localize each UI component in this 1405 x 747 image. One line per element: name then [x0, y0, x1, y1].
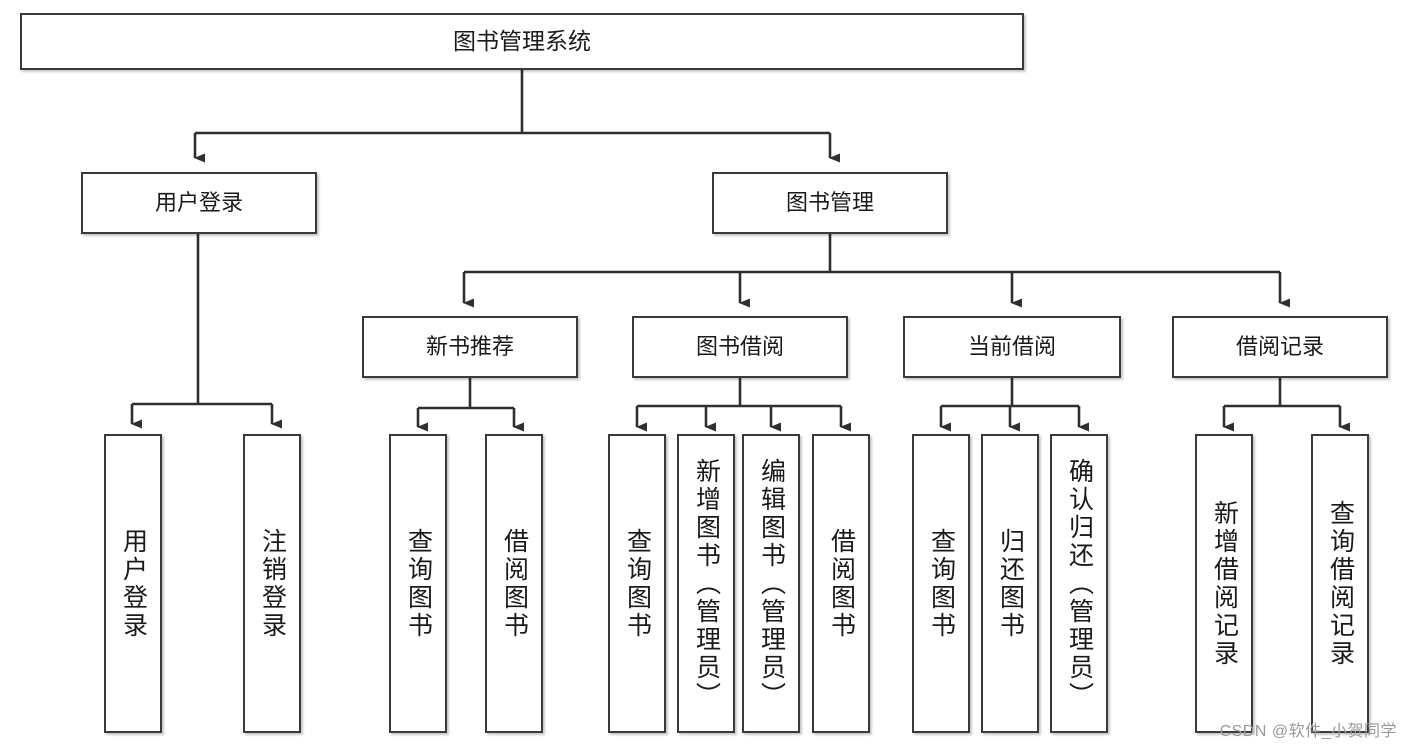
node-leaf-query-book-current[interactable]: 查询图书	[912, 434, 970, 733]
node-label: 新增借阅记录	[1210, 499, 1239, 668]
node-leaf-edit-book-admin[interactable]: 编辑图书（管理员）	[742, 434, 800, 733]
csdn-watermark: CSDN @软件_小贺同学	[1219, 723, 1397, 740]
node-new-book-recommend[interactable]: 新书推荐	[362, 316, 578, 378]
node-leaf-borrow-book-recommend[interactable]: 借阅图书	[485, 434, 543, 733]
node-label: 用户登录	[154, 190, 243, 216]
node-leaf-borrow-book[interactable]: 借阅图书	[812, 434, 870, 733]
node-label: 归还图书	[996, 527, 1025, 640]
node-label: 查询图书	[927, 527, 956, 640]
node-label: 注销登录	[258, 527, 287, 640]
node-leaf-query-borrow-record[interactable]: 查询借阅记录	[1311, 434, 1369, 733]
node-leaf-return-book[interactable]: 归还图书	[981, 434, 1039, 733]
node-label: 当前借阅	[967, 334, 1056, 360]
node-label: 查询图书	[404, 527, 433, 640]
node-label: 图书管理系统	[453, 28, 591, 55]
node-leaf-add-borrow-record[interactable]: 新增借阅记录	[1195, 434, 1253, 733]
node-leaf-user-login[interactable]: 用户登录	[104, 434, 162, 733]
node-label: 借阅图书	[500, 527, 529, 640]
node-label: 图书管理	[785, 190, 874, 216]
node-book-borrow[interactable]: 图书借阅	[632, 316, 848, 378]
node-label: 编辑图书（管理员）	[757, 457, 786, 710]
node-leaf-query-book-recommend[interactable]: 查询图书	[389, 434, 447, 733]
node-label: 确认归还（管理员）	[1065, 457, 1094, 710]
node-label: 新书推荐	[425, 334, 514, 360]
node-leaf-query-book-borrow[interactable]: 查询图书	[608, 434, 666, 733]
node-current-borrow[interactable]: 当前借阅	[903, 316, 1121, 378]
node-label: 用户登录	[119, 527, 148, 640]
node-label: 借阅记录	[1235, 334, 1324, 360]
node-leaf-confirm-return-admin[interactable]: 确认归还（管理员）	[1050, 434, 1108, 733]
node-label: 图书借阅	[695, 334, 784, 360]
node-label: 查询图书	[623, 527, 652, 640]
node-user-login[interactable]: 用户登录	[81, 172, 317, 234]
node-leaf-add-book-admin[interactable]: 新增图书（管理员）	[677, 434, 735, 733]
node-label: 借阅图书	[827, 527, 856, 640]
node-root-book-management-system[interactable]: 图书管理系统	[20, 13, 1024, 70]
node-book-management[interactable]: 图书管理	[712, 172, 948, 234]
node-label: 查询借阅记录	[1326, 499, 1355, 668]
node-label: 新增图书（管理员）	[692, 457, 721, 710]
node-leaf-logout[interactable]: 注销登录	[243, 434, 301, 733]
node-borrow-record[interactable]: 借阅记录	[1172, 316, 1388, 378]
